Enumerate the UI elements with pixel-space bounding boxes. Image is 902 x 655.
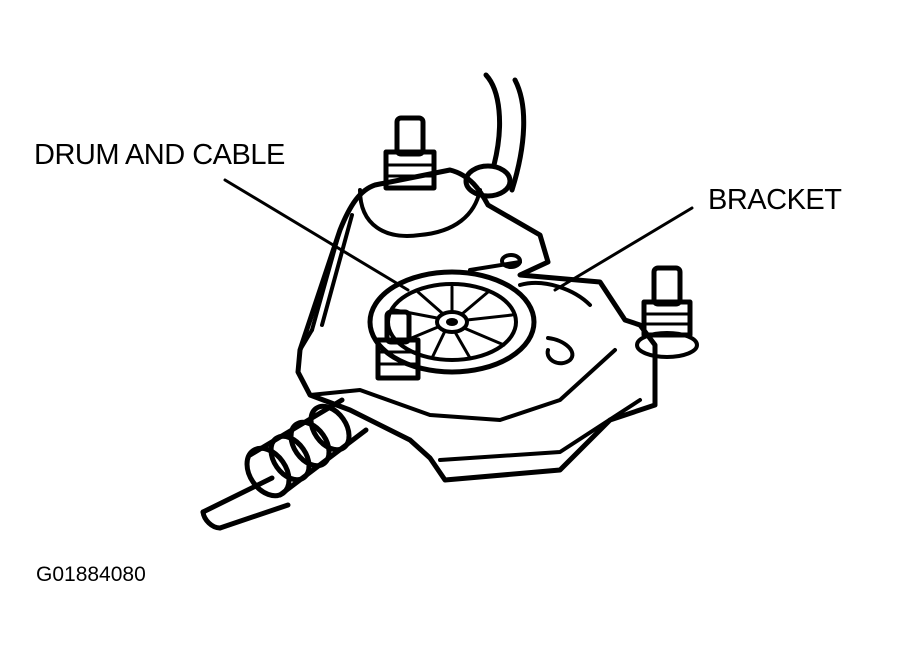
bracket-label: BRACKET	[708, 184, 842, 216]
leader-drum-and-cable	[223, 178, 410, 292]
drum-and-cable-label: DRUM AND CABLE	[34, 139, 285, 171]
drum	[367, 269, 537, 375]
stud-right	[635, 265, 699, 359]
upper-cable	[463, 72, 527, 199]
cable-boot	[244, 397, 369, 499]
leader-bracket	[553, 206, 694, 292]
regulator-housing	[295, 167, 658, 483]
stud-center	[375, 309, 421, 381]
stud-top	[383, 115, 437, 191]
figure-code: G01884080	[36, 563, 146, 586]
lower-cable	[200, 475, 291, 531]
